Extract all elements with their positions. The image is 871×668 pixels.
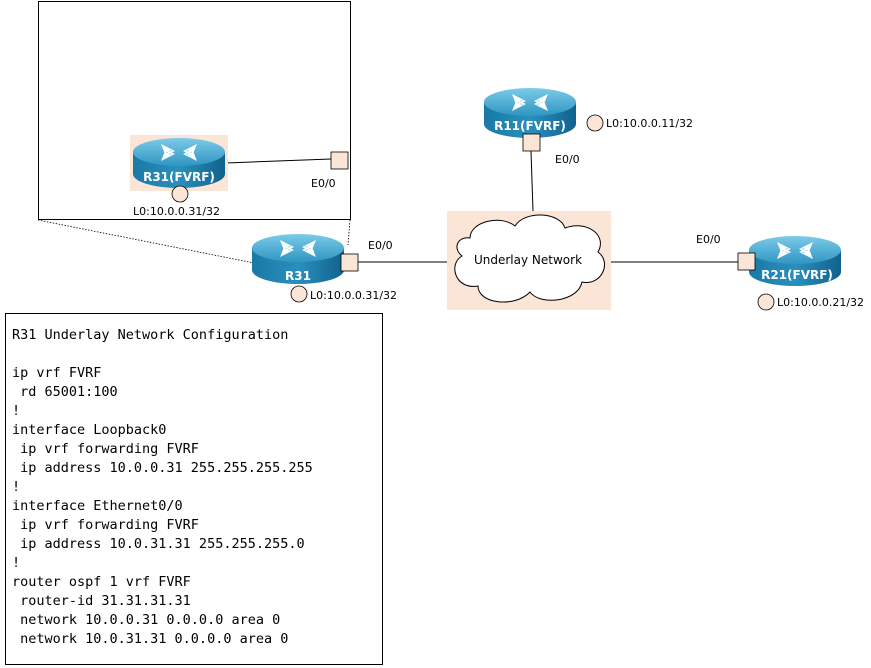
- config-line: interface Ethernet0/0: [12, 498, 183, 514]
- interface-port-icon: [340, 253, 359, 272]
- link-r11-cloud: [530, 150, 534, 212]
- config-line: rd 65001:100: [12, 384, 118, 400]
- config-line: !: [12, 479, 21, 495]
- loopback-icon: [757, 293, 775, 311]
- cloud-label: Underlay Network: [474, 253, 582, 267]
- interface-port-icon: [522, 133, 541, 152]
- config-panel: R31 Underlay Network Configuration ip vr…: [5, 313, 383, 665]
- config-line: router ospf 1 vrf FVRF: [12, 574, 191, 590]
- router-r31-loopback: L0:10.0.0.31/32: [310, 289, 397, 302]
- config-line: !: [12, 403, 21, 419]
- zoom-projection-line: [347, 219, 351, 246]
- config-line: router-id 31.31.31.31: [12, 593, 191, 609]
- interface-port-icon: [330, 151, 349, 170]
- config-line: ip vrf FVRF: [12, 365, 102, 381]
- router-r31-zoom-name: R31(FVRF): [143, 170, 215, 184]
- link-r31zoom-e00: [225, 158, 332, 164]
- router-r31-zoom-interface: E0/0: [311, 177, 336, 190]
- router-r31-name: R31: [285, 269, 311, 283]
- interface-port-icon: [737, 252, 756, 271]
- zoom-box: [38, 1, 351, 220]
- config-line: network 10.0.31.31 0.0.0.0 area 0: [12, 631, 289, 647]
- config-line: network 10.0.0.31 0.0.0.0 area 0: [12, 612, 281, 628]
- router-r11-name: R11(FVRF): [494, 119, 566, 133]
- loopback-icon: [171, 185, 189, 203]
- router-r11-interface: E0/0: [555, 153, 580, 166]
- config-title: R31 Underlay Network Configuration: [12, 327, 289, 343]
- loopback-icon: [586, 114, 604, 132]
- config-line: ip vrf forwarding FVRF: [12, 441, 199, 457]
- config-line: interface Loopback0: [12, 422, 167, 438]
- router-r31-zoom-loopback: L0:10.0.0.31/32: [133, 205, 220, 218]
- loopback-icon: [290, 285, 308, 303]
- router-r21-name: R21(FVRF): [761, 268, 833, 282]
- router-r11-loopback: L0:10.0.0.11/32: [606, 117, 693, 130]
- router-r21-interface: E0/0: [696, 233, 721, 246]
- underlay-cloud-shape: [454, 214, 605, 303]
- router-r31-interface: E0/0: [368, 239, 393, 252]
- config-line: ip vrf forwarding FVRF: [12, 517, 199, 533]
- config-line: ip address 10.0.0.31 255.255.255.255: [12, 460, 313, 476]
- config-line: ip address 10.0.31.31 255.255.255.0: [12, 536, 305, 552]
- router-r21-loopback: L0:10.0.0.21/32: [777, 296, 864, 309]
- config-line: !: [12, 555, 21, 571]
- zoom-projection-line: [37, 219, 255, 264]
